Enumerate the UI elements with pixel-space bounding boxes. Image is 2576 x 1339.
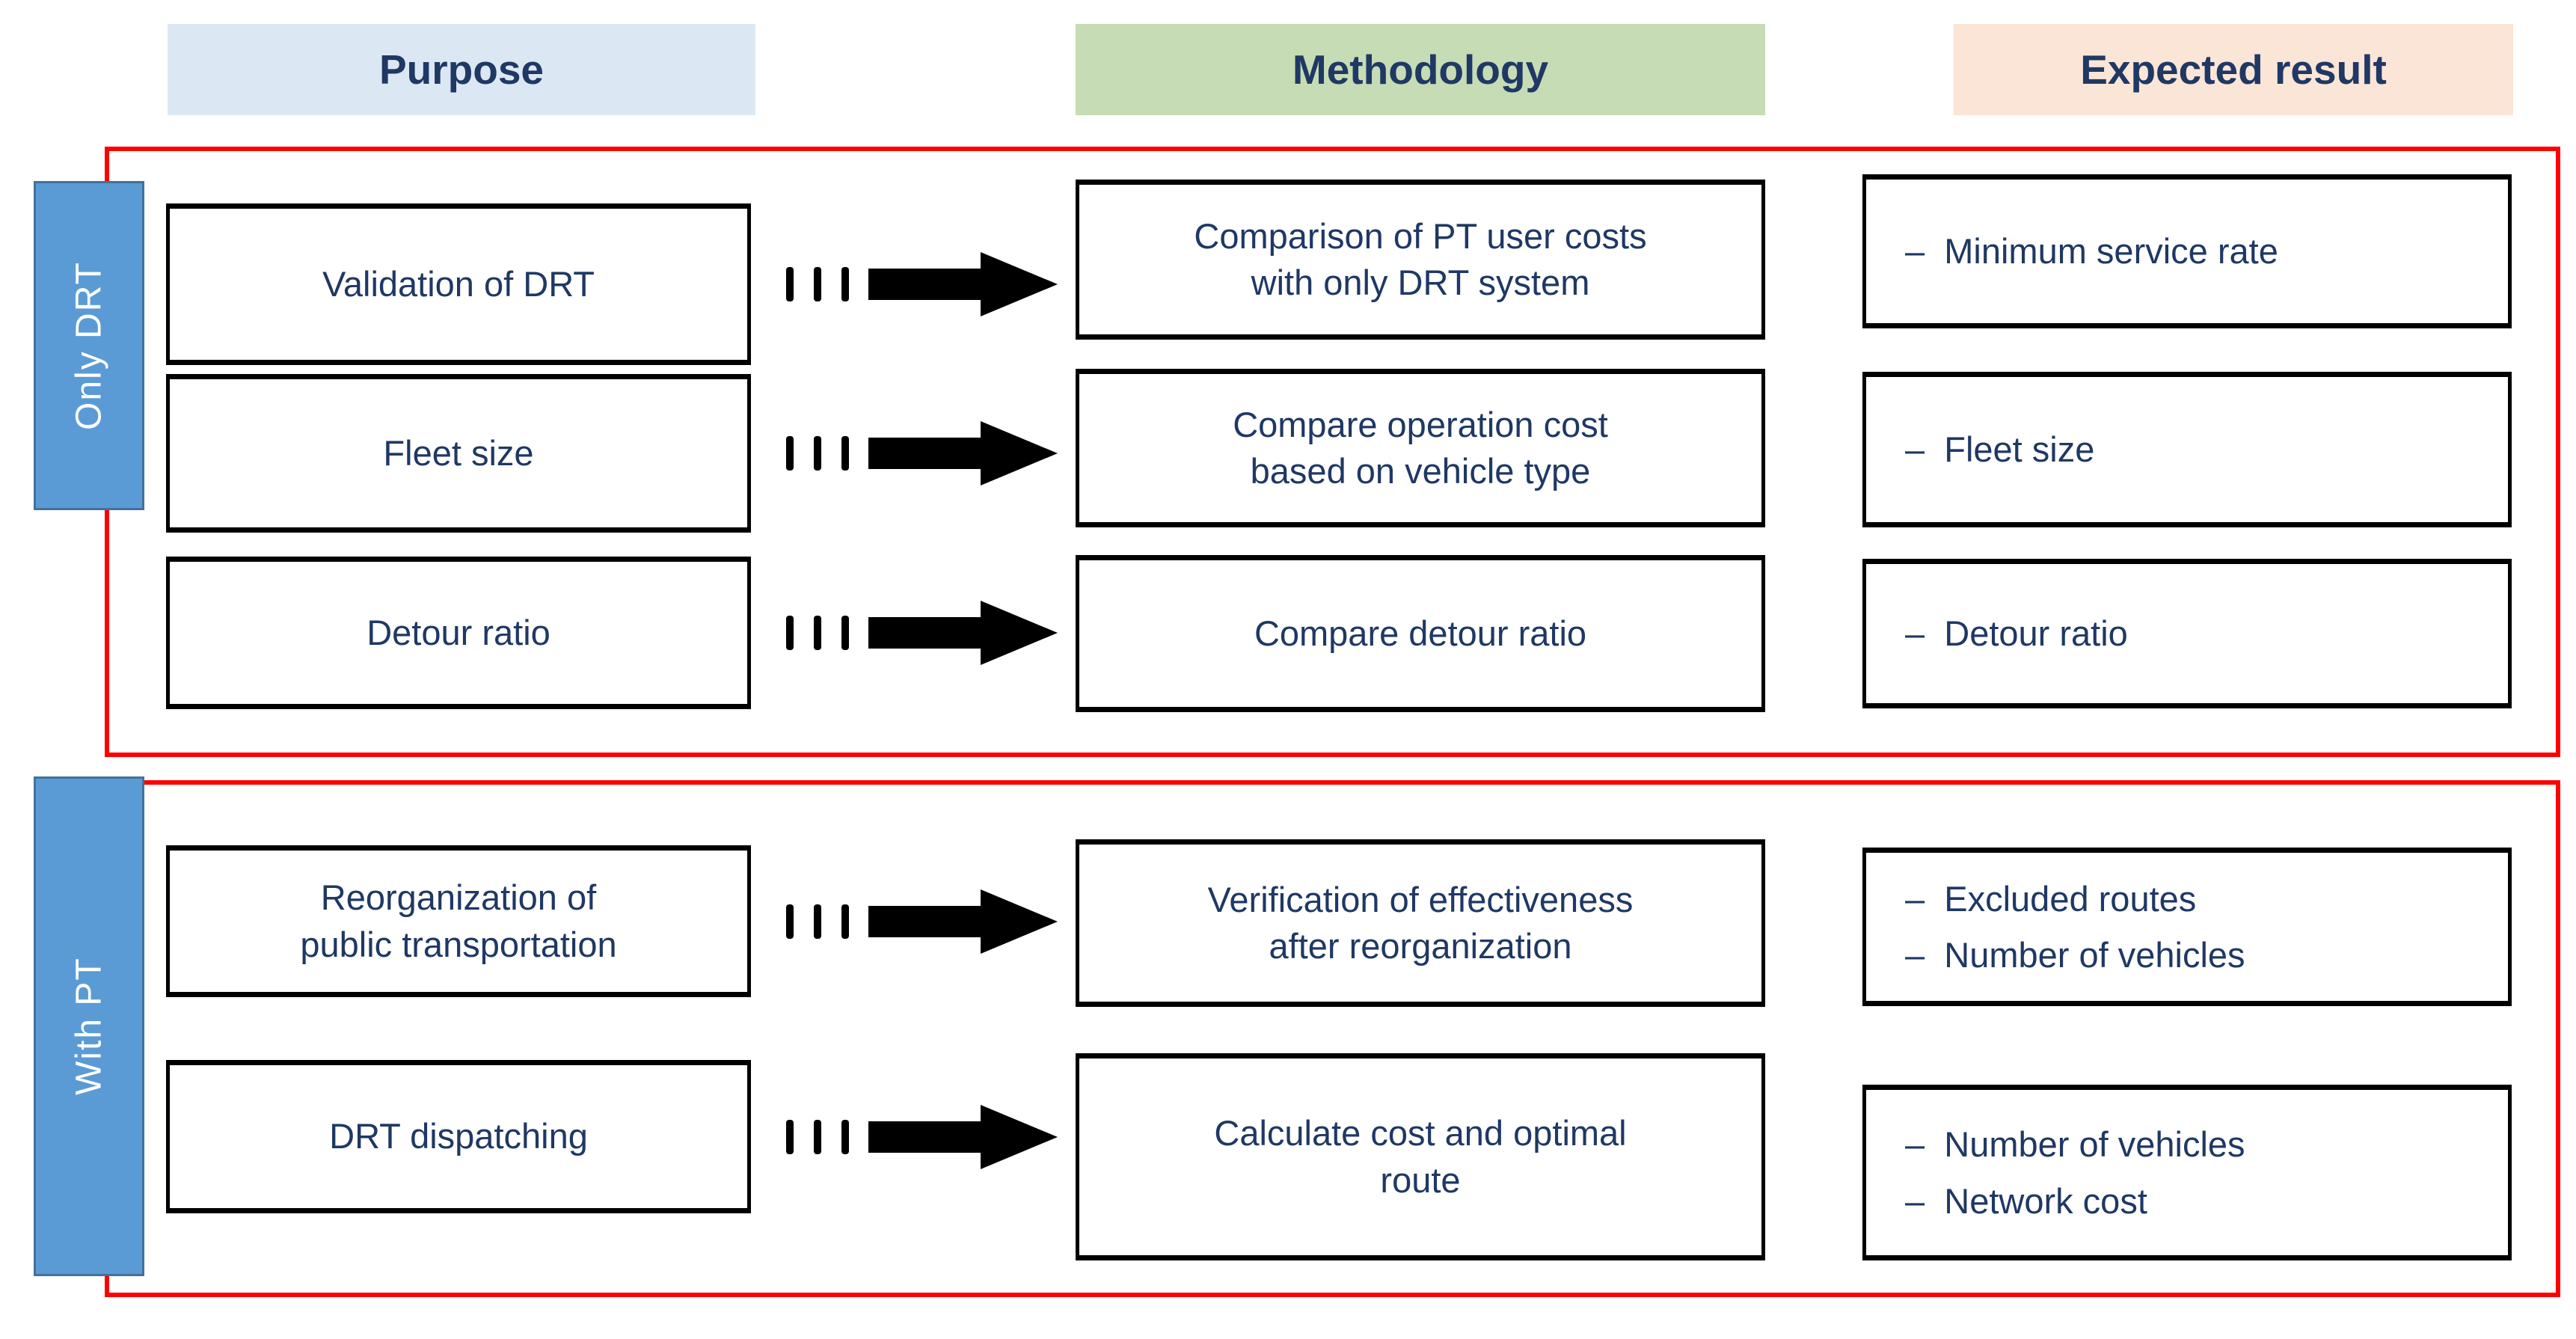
dashed-arrow-icon (786, 1105, 1058, 1169)
group-label-with-pt: With PT (34, 776, 144, 1276)
dashed-arrow-icon (786, 252, 1058, 316)
dashed-arrow-icon (786, 889, 1058, 954)
purpose-box-row1: Validation of DRT (166, 203, 751, 365)
dashed-arrow-icon (786, 421, 1058, 485)
purpose-box-row5: DRT dispatching (166, 1060, 751, 1213)
expected-item: – Minimum service rate (1905, 231, 2278, 272)
expected-result-box-row2: – Fleet size (1862, 372, 2512, 527)
expected-item: – Number of vehicles (1905, 935, 2245, 975)
methodology-box-row4: Verification of effectiveness after reor… (1076, 839, 1765, 1007)
group-label-only-drt: Only DRT (34, 181, 144, 510)
expected-item: – Fleet size (1905, 429, 2095, 470)
methodology-box-row3: Compare detour ratio (1076, 555, 1765, 712)
expected-result-box-row5: – Number of vehicles – Network cost (1862, 1085, 2512, 1260)
methodology-box-row2: Compare operation cost based on vehicle … (1076, 369, 1765, 527)
column-header-methodology: Methodology (1076, 24, 1765, 115)
column-header-expected-result: Expected result (1954, 24, 2513, 115)
expected-item: – Network cost (1905, 1180, 2147, 1221)
expected-item: – Detour ratio (1905, 613, 2128, 654)
purpose-box-row2: Fleet size (166, 374, 751, 533)
expected-result-box-row3: – Detour ratio (1862, 559, 2512, 708)
purpose-box-row3: Detour ratio (166, 557, 751, 709)
expected-result-box-row4: – Excluded routes – Number of vehicles (1862, 848, 2512, 1006)
purpose-box-row4: Reorganization of public transportation (166, 845, 751, 997)
expected-result-box-row1: – Minimum service rate (1862, 174, 2512, 328)
expected-item: – Excluded routes (1905, 878, 2197, 919)
methodology-box-row1: Comparison of PT user costs with only DR… (1076, 180, 1765, 340)
column-header-purpose: Purpose (168, 24, 755, 115)
expected-item: – Number of vehicles (1905, 1124, 2245, 1165)
dashed-arrow-icon (786, 601, 1058, 665)
methodology-box-row5: Calculate cost and optimal route (1076, 1053, 1765, 1260)
